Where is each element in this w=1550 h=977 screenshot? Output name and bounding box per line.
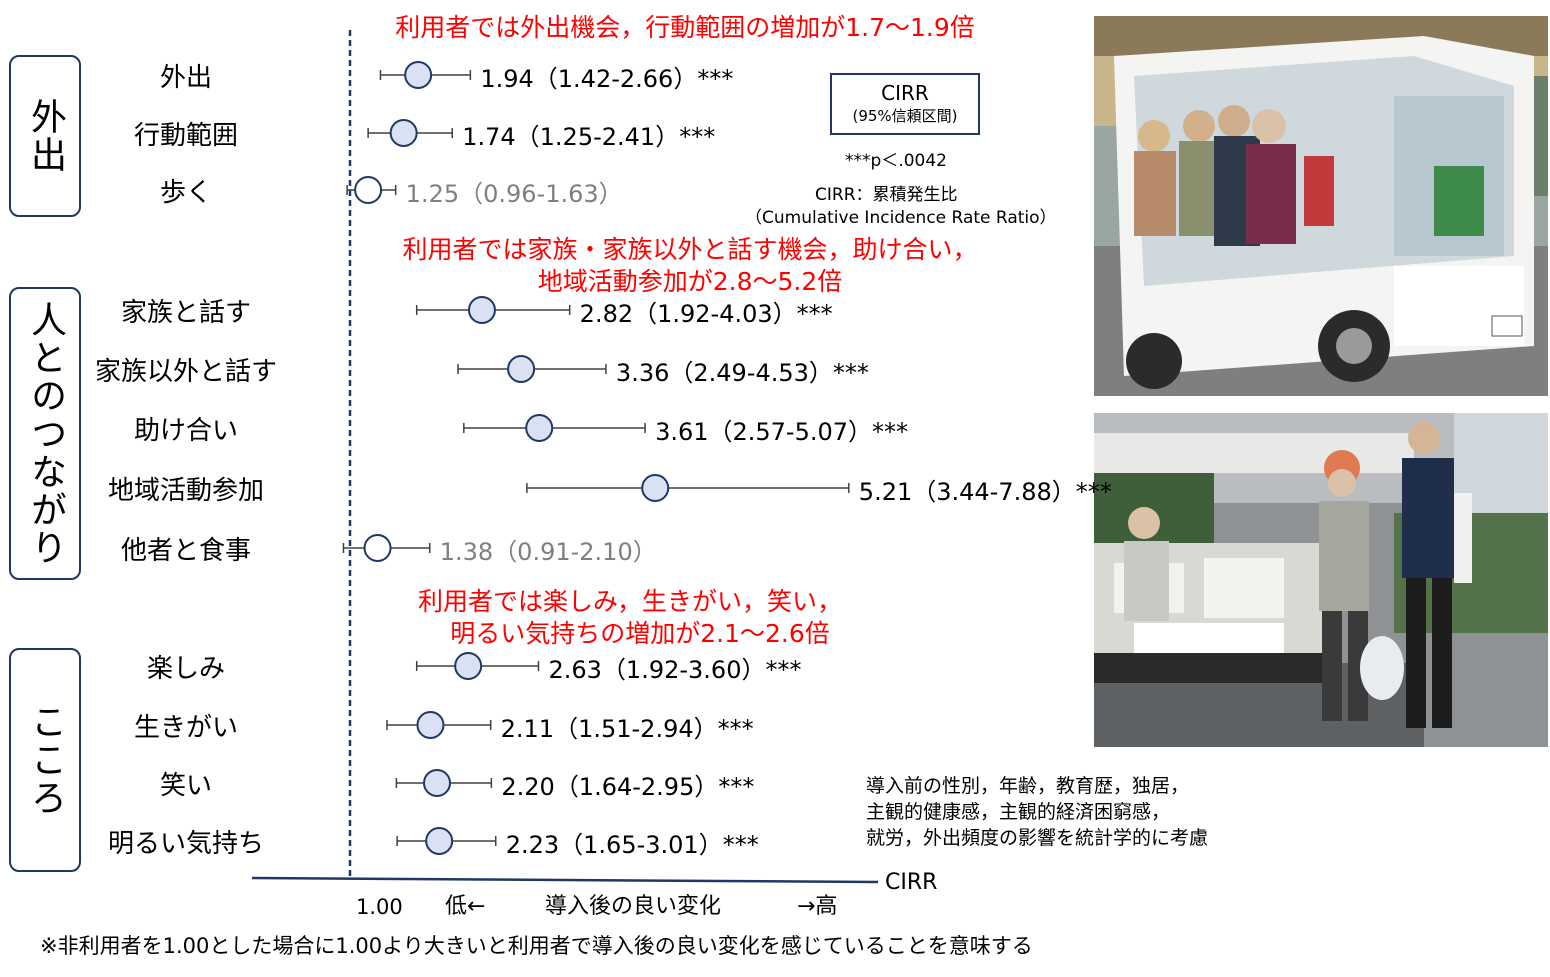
estimate-marker	[404, 61, 433, 89]
ci-value-text: 2.63（1.92-3.60）***	[548, 656, 802, 684]
group-box-connection: 人とのつながり	[9, 287, 81, 580]
adjustment-note: 導入前の性別，年齢，教育歴，独居， 主観的健康感，主観的経済困窮感， 就労，外出…	[866, 773, 1208, 851]
adjustment-note-line3: 就労，外出頻度の影響を統計学的に考慮	[866, 827, 1209, 849]
headline-connection-line2: 地域活動参加が2.8～5.2倍	[537, 267, 843, 296]
cirr-legend-title: CIRR	[881, 81, 929, 105]
estimate-marker	[389, 119, 418, 147]
row-label: 生きがい	[133, 713, 238, 743]
pvalue-note: ***p＜.0042	[845, 151, 947, 171]
ci-value-text: 2.20（1.64-2.95）***	[501, 773, 755, 801]
ci-value-text: 5.21（3.44-7.88）***	[858, 478, 1112, 506]
x-axis-line	[251, 876, 879, 884]
row-label: 外出	[159, 63, 212, 93]
ci-value-text: 1.38（0.91-2.10）	[439, 538, 657, 566]
ci-value-text: 2.82（1.92-4.03）***	[579, 300, 833, 328]
row-label: 楽しみ	[146, 654, 225, 684]
axis-reference-label: 1.00	[356, 895, 403, 919]
estimate-marker	[423, 769, 451, 797]
group-box-outing: 外出	[9, 55, 81, 217]
row-label: 明るい気持ち	[107, 829, 264, 859]
cirr-legend-sub: (95%信頼区間)	[852, 107, 958, 125]
photo-cart-passengers-image	[1094, 16, 1548, 396]
ci-value-text: 3.61（2.57-5.07）***	[655, 418, 909, 446]
axis-name: CIRR	[885, 870, 938, 895]
estimate-marker	[363, 534, 392, 562]
headline-connection-line1: 利用者では家族・家族以外と話す機会，助け合い，	[402, 235, 978, 264]
estimate-marker	[425, 827, 454, 855]
row-label: 他者と食事	[120, 536, 251, 566]
photo-cart-boarding-image	[1094, 413, 1548, 747]
estimate-marker	[467, 296, 496, 324]
estimate-marker	[525, 414, 554, 442]
estimate-marker	[454, 652, 483, 680]
row-label: 行動範囲	[133, 121, 238, 151]
row-label: 家族と話す	[120, 298, 251, 328]
adjustment-note-line2: 主観的健康感，主観的経済困窮感，	[866, 801, 1171, 823]
estimate-marker	[507, 355, 536, 383]
group-label-mind: こころ	[25, 703, 66, 817]
cirr-definition-line1: CIRR：累積発生比	[815, 185, 958, 205]
headline-mind-line1: 利用者では楽しみ，生きがい，笑い，	[417, 587, 842, 616]
ci-value-text: 1.25（0.96-1.63）	[405, 180, 623, 208]
photo-cart-boarding	[1094, 413, 1548, 747]
axis-high-label: →高	[797, 894, 838, 919]
group-label-connection: 人とのつながり	[25, 300, 66, 567]
estimate-marker	[354, 176, 383, 204]
row-label: 助け合い	[133, 416, 238, 446]
ci-value-text: 1.94（1.42-2.66）***	[480, 65, 734, 93]
axis-center-label: 導入後の良い変化	[545, 894, 722, 919]
row-label: 歩く	[159, 178, 212, 208]
cirr-legend-box: CIRR (95%信頼区間)	[830, 73, 980, 135]
row-label: 地域活動参加	[107, 476, 264, 506]
axis-low-label: 低←	[445, 894, 486, 919]
footnote: ※非利用者を1.00とした場合に1.00より大きいと利用者で導入後の良い変化を感…	[40, 934, 1033, 958]
ci-value-text: 2.11（1.51-2.94）***	[500, 715, 754, 743]
row-label: 家族以外と話す	[94, 357, 277, 387]
group-label-outing: 外出	[25, 98, 66, 174]
ci-value-text: 2.23（1.65-3.01）***	[505, 831, 759, 859]
photo-cart-passengers	[1094, 16, 1548, 396]
ci-value-text: 3.36（2.49-4.53）***	[615, 359, 869, 387]
headline-mind-line2: 明るい気持ちの増加が2.1～2.6倍	[450, 619, 830, 648]
estimate-marker	[416, 711, 445, 739]
headline-outing: 利用者では外出機会，行動範囲の増加が1.7～1.9倍	[395, 13, 975, 42]
group-box-mind: こころ	[9, 648, 81, 872]
estimate-marker	[641, 474, 670, 502]
cirr-definition-line2: （Cumulative Incidence Rate Ratio）	[745, 208, 1057, 228]
adjustment-note-line1: 導入前の性別，年齢，教育歴，独居，	[866, 775, 1190, 797]
row-label: 笑い	[159, 771, 212, 801]
ci-value-text: 1.74（1.25-2.41）***	[462, 123, 716, 151]
